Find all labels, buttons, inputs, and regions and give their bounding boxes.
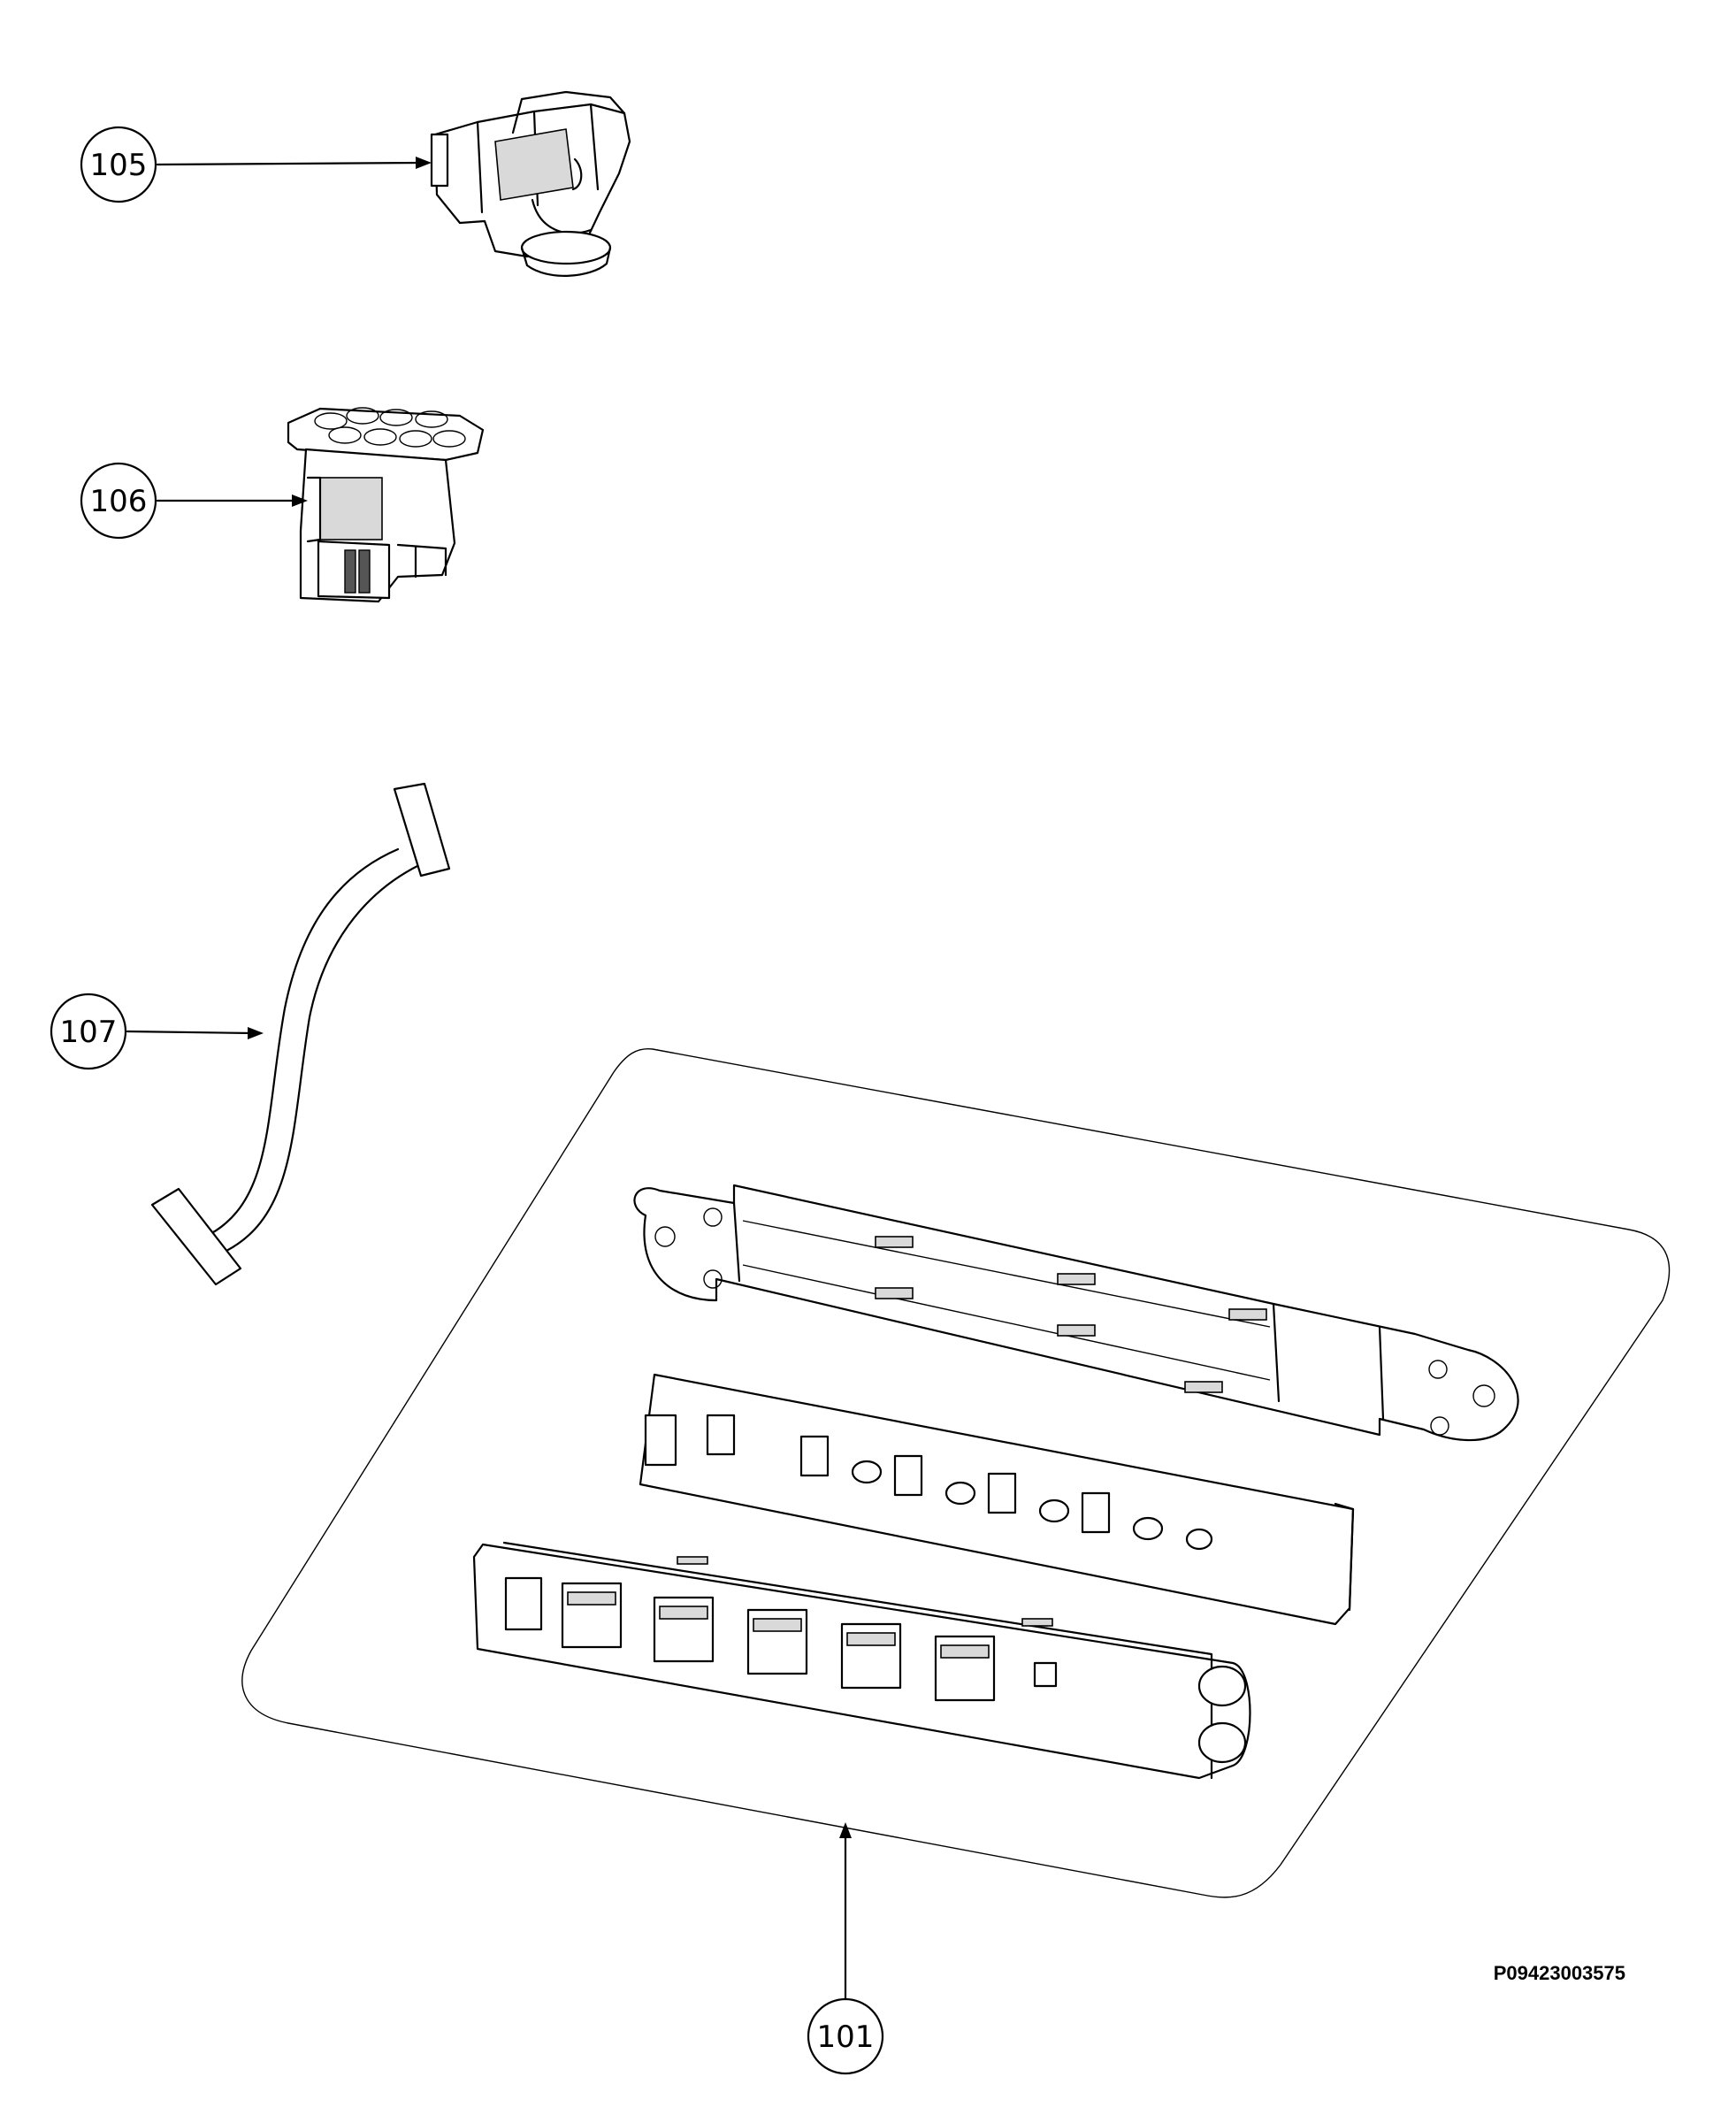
arrowhead-101 — [839, 1822, 852, 1838]
leader-line-105 — [156, 161, 423, 166]
part-105-holder — [430, 90, 631, 277]
part-106-connector — [287, 407, 485, 603]
drawing-reference-code: P09423003575 — [1494, 1962, 1625, 1984]
callout-circle-107 — [50, 993, 127, 1070]
arrowhead-105 — [416, 157, 432, 169]
callout-circle-106 — [80, 462, 157, 540]
callout-label-106: 106 — [90, 484, 148, 519]
arrowhead-106 — [292, 494, 308, 507]
callout-circle-101 — [807, 1997, 884, 2075]
callout-label-107: 107 — [60, 1015, 118, 1050]
callout-label-105: 105 — [90, 148, 148, 183]
kit-101-pcb-board — [639, 1373, 1355, 1626]
callout-circle-105 — [80, 126, 157, 203]
arrowhead-107 — [248, 1027, 264, 1039]
callout-label-101: 101 — [817, 2020, 875, 2055]
kit-101-front-panel — [472, 1541, 1251, 1780]
kit-101-frame-bracket — [633, 1184, 1519, 1442]
kit-101-boundary — [241, 1048, 1671, 1898]
leader-line-107 — [126, 1030, 255, 1035]
part-107-ribbon-cable — [150, 782, 451, 1286]
